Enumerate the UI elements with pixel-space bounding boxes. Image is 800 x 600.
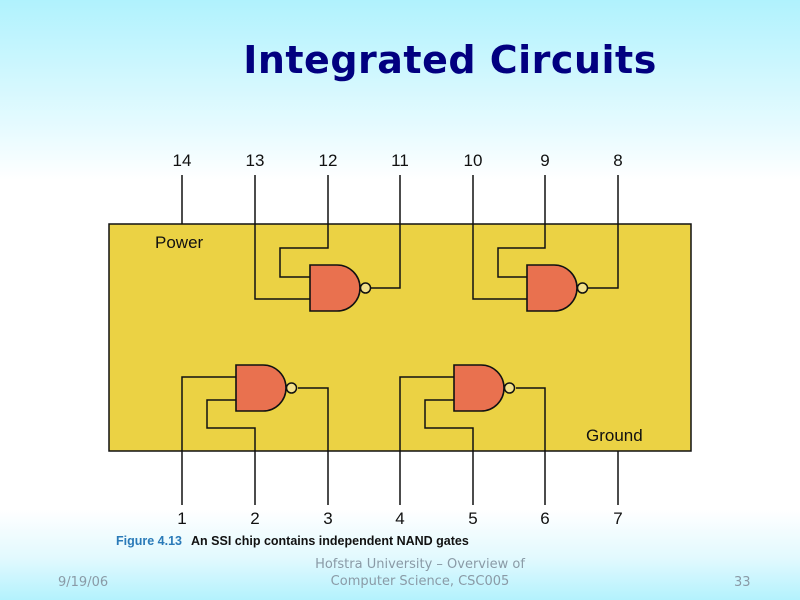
wire-pin1-to-gate-c [181, 376, 236, 505]
footer-course-line2: Computer Science, CSC005 [330, 574, 510, 589]
pin-label-9: 9 [540, 151, 549, 170]
wire-pin5-to-gate-d [424, 399, 474, 505]
pin-label-10: 10 [464, 151, 483, 170]
inverter-bubble [576, 282, 589, 294]
slide-title: Integrated Circuits [243, 38, 657, 82]
nand-gate-body [453, 364, 505, 412]
wire-pin9-to-gate-b [497, 175, 546, 278]
wire-gate-d-to-pin6 [516, 387, 546, 505]
pin-label-13: 13 [246, 151, 265, 170]
figure-caption: Figure 4.13 An SSI chip contains indepen… [116, 534, 469, 548]
inverter-bubble [285, 382, 298, 394]
pin-label-12: 12 [319, 151, 338, 170]
pin-label-2: 2 [250, 509, 259, 528]
figure-number: Figure 4.13 [116, 534, 182, 548]
pin-label-4: 4 [395, 509, 404, 528]
wire-pin13-to-gate-a [254, 175, 310, 300]
wire-gate-b-to-pin8 [588, 175, 619, 289]
inverter-bubble [503, 382, 516, 394]
wire-pin4-to-gate-d [399, 376, 454, 505]
inverter-bubble [359, 282, 372, 294]
pin-label-11: 11 [391, 151, 409, 170]
wire-gate-a-to-pin11 [371, 175, 401, 289]
pin-label-8: 8 [613, 151, 622, 170]
wire-gate-c-to-pin3 [298, 387, 329, 505]
nand-gate-4 [453, 364, 516, 412]
ground-label: Ground [586, 426, 643, 445]
nand-gate-3 [235, 364, 298, 412]
figure-caption-text: An SSI chip contains independent NAND ga… [191, 534, 469, 548]
footer-course-line1: Hofstra University – Overview of [315, 557, 525, 572]
footer-course: Hofstra University – Overview of Compute… [280, 556, 560, 590]
nand-gate-body [309, 264, 361, 312]
nand-gates [235, 264, 589, 412]
nand-gate-body [235, 364, 287, 412]
pin-label-1: 1 [177, 509, 186, 528]
page-number: 33 [734, 575, 751, 590]
nand-gate-2 [526, 264, 589, 312]
nand-gate-body [526, 264, 578, 312]
pin-label-14: 14 [173, 151, 192, 170]
nand-gate-1 [309, 264, 372, 312]
wiring [181, 175, 619, 505]
wire-pin10-to-gate-b [472, 175, 527, 300]
power-label: Power [155, 233, 204, 252]
wire-pin2-to-gate-c [206, 399, 256, 505]
pin-label-6: 6 [540, 509, 549, 528]
pin-label-7: 7 [613, 509, 622, 528]
pin-label-3: 3 [323, 509, 332, 528]
footer-date: 9/19/06 [58, 575, 109, 590]
pin-label-5: 5 [468, 509, 477, 528]
wire-pin12-to-gate-a [279, 175, 329, 278]
